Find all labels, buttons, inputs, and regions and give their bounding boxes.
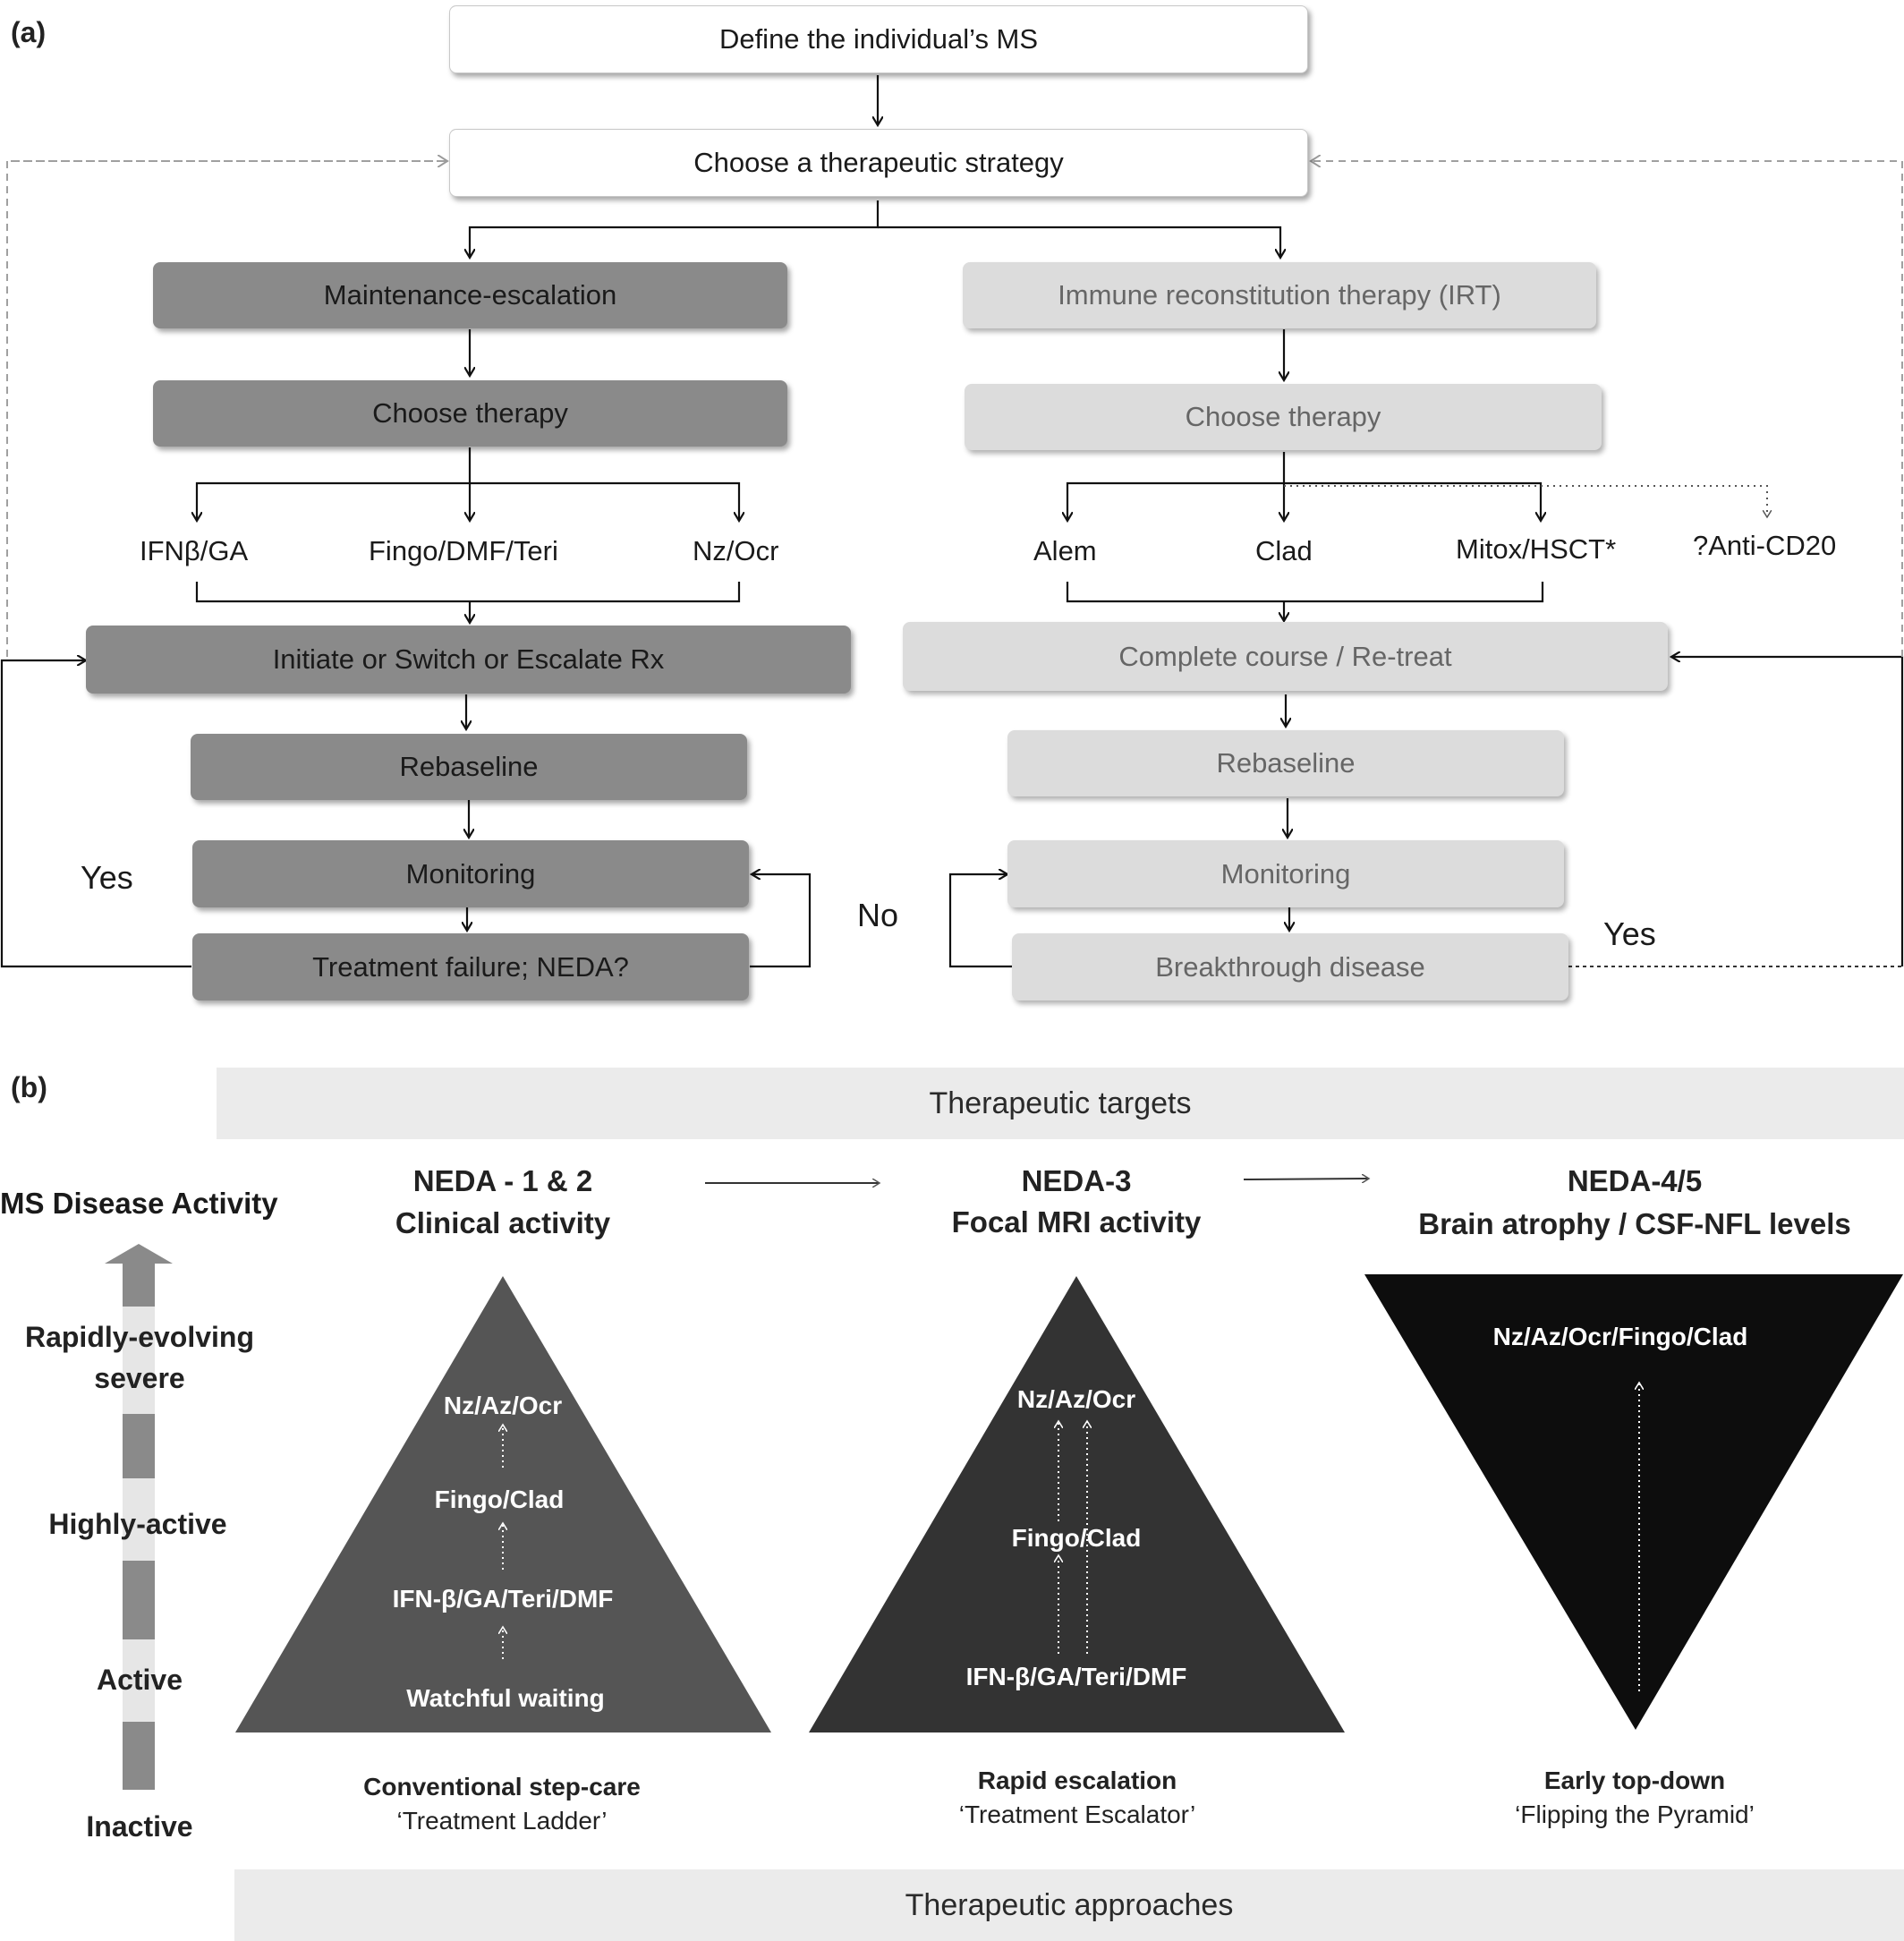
option-nz-ocr: Nz/Ocr <box>693 535 779 566</box>
approach-conventional-sub: ‘Treatment Ladder’ <box>396 1807 608 1835</box>
neda-3-title: NEDA-3 <box>1021 1164 1132 1197</box>
left-choose-therapy-box: Choose therapy <box>153 380 787 447</box>
option-fingo-dmf-teri: Fingo/DMF/Teri <box>369 535 558 566</box>
triangle-escalator <box>809 1276 1345 1732</box>
level-highly-active: Highly-active <box>48 1508 227 1540</box>
option-clad: Clad <box>1255 535 1313 566</box>
option-anti-cd20: ?Anti-CD20 <box>1693 530 1837 561</box>
initiate-switch-box: Initiate or Switch or Escalate Rx <box>86 626 851 694</box>
clinical-activity-title: Clinical activity <box>395 1206 611 1239</box>
right-choose-therapy-box: Choose therapy <box>965 384 1602 450</box>
ladder-watchful-waiting: Watchful waiting <box>406 1684 605 1712</box>
activity-scale-title: MS Disease Activity <box>0 1187 278 1220</box>
therapeutic-approaches-band: Therapeutic approaches <box>234 1869 1904 1941</box>
focal-mri-title: Focal MRI activity <box>951 1205 1202 1239</box>
irt-box: Immune reconstitution therapy (IRT) <box>963 262 1596 328</box>
approach-top-down: Early top-down <box>1543 1766 1726 1794</box>
neda-1-2-title: NEDA - 1 & 2 <box>412 1164 593 1197</box>
ladder-nz-az-ocr: Nz/Az/Ocr <box>443 1392 563 1419</box>
right-monitoring-box: Monitoring <box>1007 840 1564 907</box>
right-rebaseline-box: Rebaseline <box>1007 730 1564 796</box>
option-ifnb-ga: IFNβ/GA <box>140 535 249 566</box>
treatment-failure-box: Treatment failure; NEDA? <box>192 933 749 1000</box>
approach-rapid: Rapid escalation <box>977 1766 1177 1794</box>
ladder-ifn-ga-teri-dmf: IFN-β/GA/Teri/DMF <box>392 1585 614 1613</box>
no-label: No <box>857 897 899 933</box>
triangle-ladder <box>235 1276 771 1732</box>
define-ms-box: Define the individual’s MS <box>449 5 1308 73</box>
maintenance-escalation-box: Maintenance-escalation <box>153 262 787 328</box>
ladder-fingo-clad: Fingo/Clad <box>434 1486 565 1513</box>
triangle-flipped <box>1364 1274 1903 1730</box>
flipped-nz-az-ocr-fingo-clad: Nz/Az/Ocr/Fingo/Clad <box>1492 1323 1748 1350</box>
therapeutic-targets-band: Therapeutic targets <box>217 1068 1904 1139</box>
approach-rapid-sub: ‘Treatment Escalator’ <box>958 1801 1196 1828</box>
level-rapidly-evolving: Rapidly-evolving <box>24 1321 255 1353</box>
arrow-anti-cd20 <box>1284 485 1767 517</box>
escalator-fingo-clad: Fingo/Clad <box>1011 1524 1142 1552</box>
option-mitox-hsct: Mitox/HSCT* <box>1456 533 1617 565</box>
level-active: Active <box>96 1664 183 1696</box>
approach-conventional: Conventional step-care <box>363 1773 641 1801</box>
loop-yes-left <box>0 660 191 968</box>
level-severe: severe <box>94 1362 185 1394</box>
arrow-strategy-left <box>470 200 880 258</box>
activity-scale-bar <box>105 1244 173 1790</box>
panel-a-label: (a) <box>11 16 47 48</box>
loop-no <box>750 874 812 968</box>
level-inactive: Inactive <box>86 1810 193 1843</box>
escalator-nz-az-ocr: Nz/Az/Ocr <box>1016 1385 1136 1413</box>
option-alem: Alem <box>1033 535 1097 566</box>
breakthrough-disease-box: Breakthrough disease <box>1012 933 1568 1000</box>
brain-atrophy-title: Brain atrophy / CSF-NFL levels <box>1418 1207 1851 1240</box>
choose-strategy-box: Choose a therapeutic strategy <box>449 129 1308 197</box>
arrow-strategy-right <box>878 226 1280 258</box>
yes-label-left: Yes <box>81 859 133 896</box>
yes-label-right: Yes <box>1603 915 1656 952</box>
loop-yes-right <box>1671 657 1904 966</box>
neda-4-5-title: NEDA-4/5 <box>1567 1164 1703 1197</box>
loop-no-right <box>948 874 1012 968</box>
panel-b-label: (b) <box>11 1071 47 1103</box>
complete-course-box: Complete course / Re-treat <box>903 622 1668 691</box>
escalator-ifn-ga-teri-dmf: IFN-β/GA/Teri/DMF <box>965 1663 1187 1690</box>
left-monitoring-box: Monitoring <box>192 840 749 907</box>
approach-top-down-sub: ‘Flipping the Pyramid’ <box>1515 1801 1755 1828</box>
left-rebaseline-box: Rebaseline <box>191 734 747 800</box>
